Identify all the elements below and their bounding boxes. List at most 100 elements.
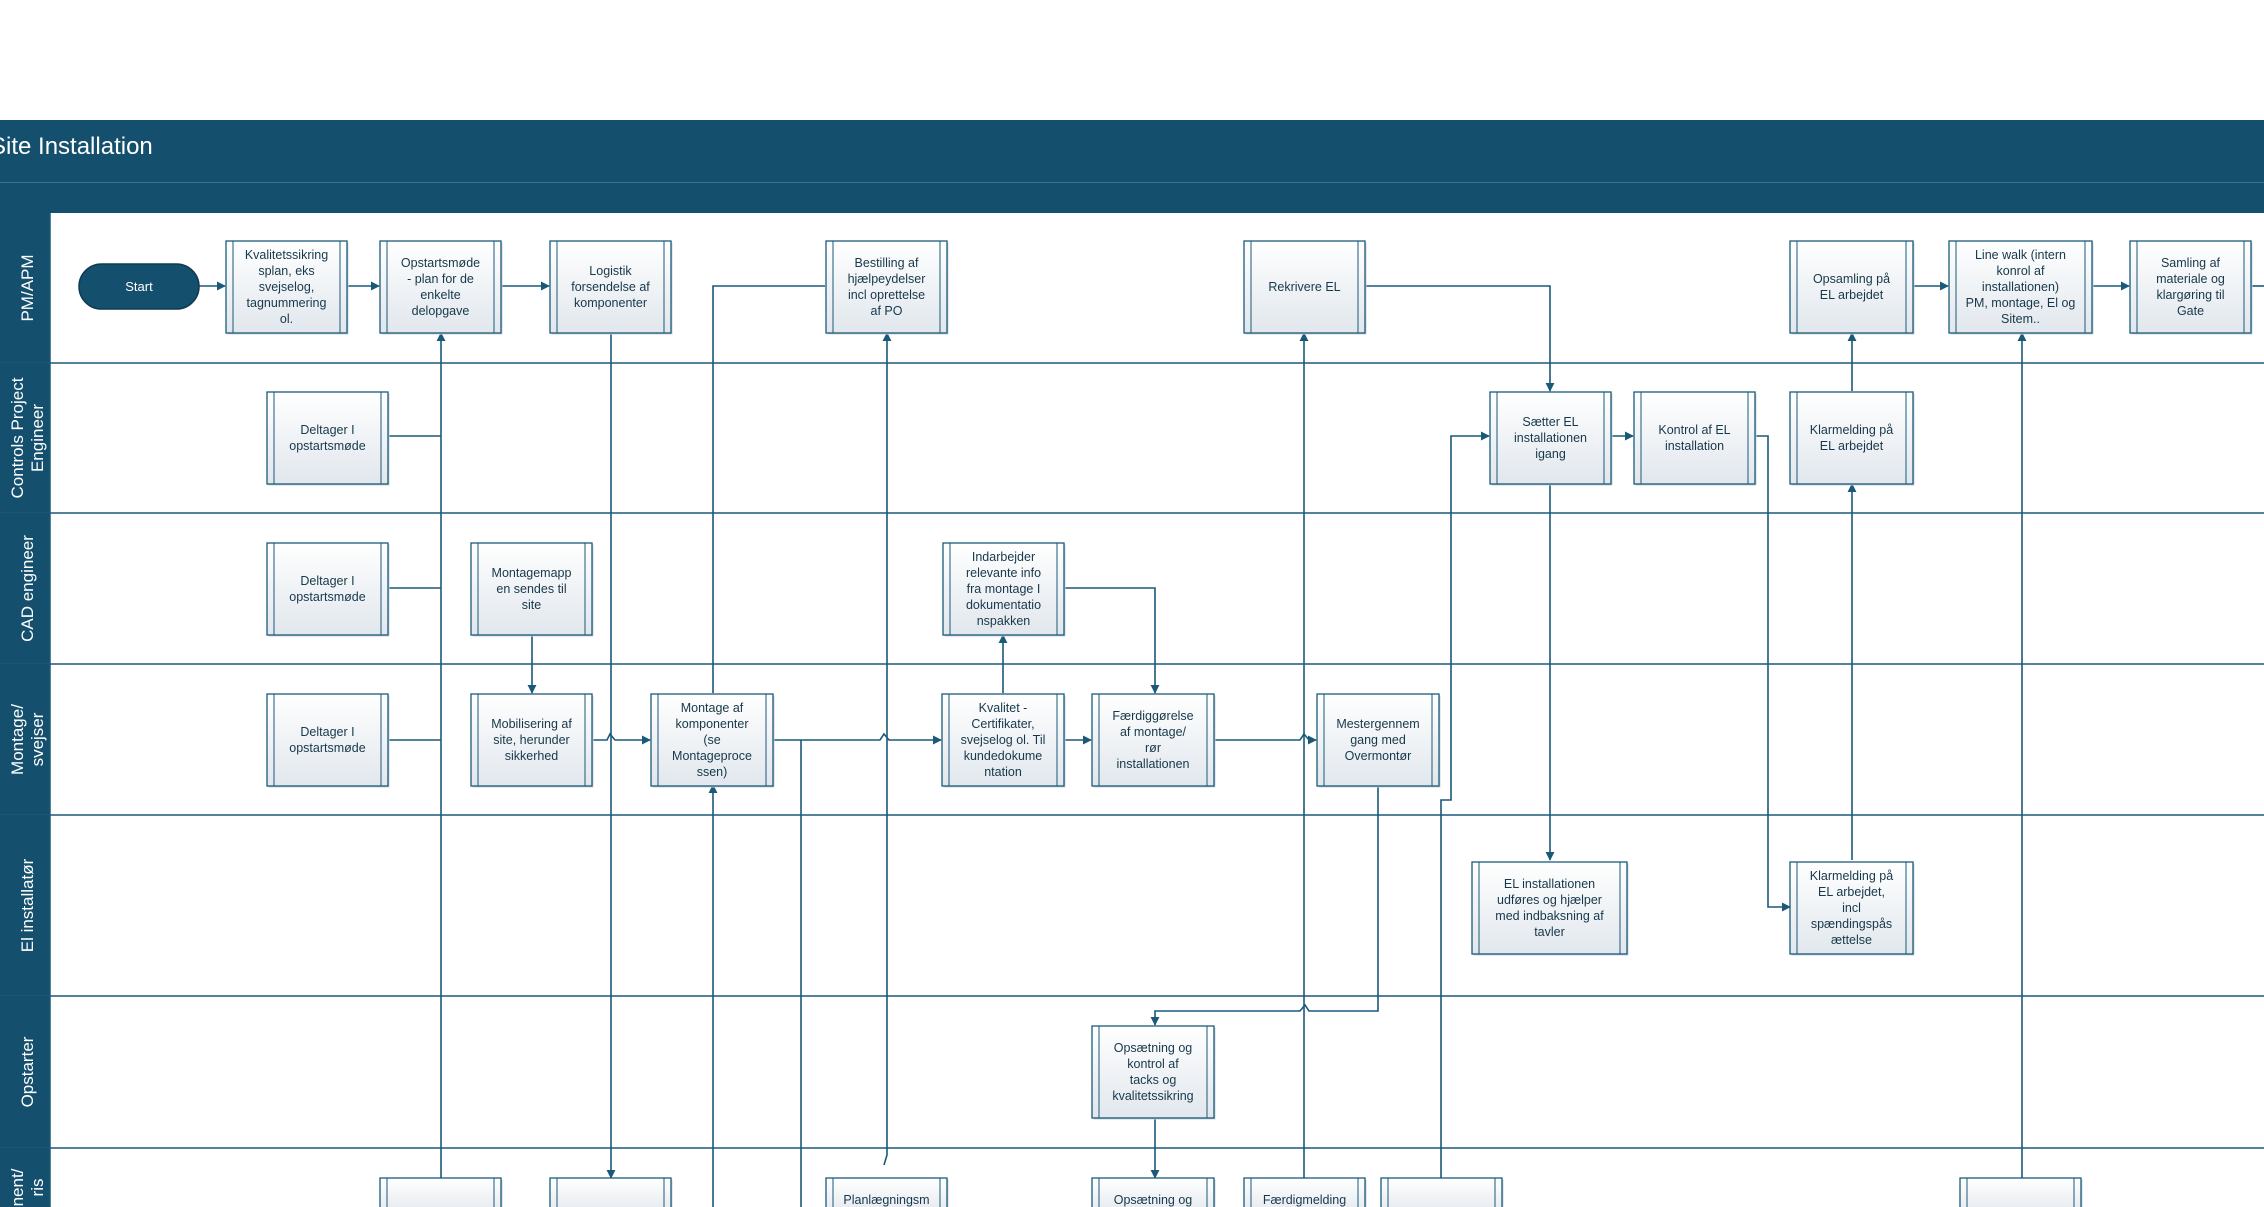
process-box-text: gang med: [1350, 733, 1406, 747]
lane-header-el: [0, 815, 50, 996]
process-box-text: installationen): [1982, 280, 2059, 294]
process-box-text: Deltager I: [300, 725, 354, 739]
lane-label-cpe: Controls ProjectEngineer: [8, 377, 47, 498]
process-box-m3[interactable]: Montage afkomponenter(seMontageprocessen…: [650, 693, 775, 788]
process-box-text: Opsamling på: [1813, 272, 1890, 286]
process-box-m5[interactable]: Færdiggørelse af montage/rør installatione…: [1091, 693, 1216, 788]
process-box-text: installationen: [1117, 757, 1190, 771]
process-box-frame: [549, 1177, 672, 1207]
process-box-b7[interactable]: Line walk (intern konrol af installationen…: [1948, 240, 2094, 335]
process-box-text: tacks og: [1130, 1073, 1177, 1087]
process-box-frame: [1789, 861, 1914, 955]
start-terminator[interactable]: Start: [78, 263, 200, 310]
process-box-b2[interactable]: Opstartsmøde- plan for deenkeltedelopgav…: [379, 240, 503, 335]
process-box-text: kvalitetssikring: [1112, 1089, 1193, 1103]
process-box-text: opstartsmøde: [289, 439, 365, 453]
process-box-x6[interactable]: [1380, 1177, 1504, 1207]
process-box-text: Mobilisering af: [491, 717, 572, 731]
process-box-text: PM, montage, El og: [1966, 296, 2076, 310]
connector-montage-to-kvalitet: [774, 732, 942, 745]
process-box-text: incl oprettelse: [848, 288, 925, 302]
lane-header-pm: [0, 213, 50, 363]
process-box-x4[interactable]: Opsætning og: [1091, 1177, 1216, 1207]
process-box-text: ol.: [280, 312, 293, 326]
process-box-frame: [1091, 693, 1215, 787]
process-box-x7[interactable]: [1959, 1177, 2083, 1207]
process-box-x1[interactable]: [379, 1177, 503, 1207]
process-box-frame: [942, 542, 1065, 636]
process-box-text: delopgave: [412, 304, 470, 318]
process-box-text: - plan for de: [407, 272, 474, 286]
process-box-frame: [825, 1177, 948, 1207]
process-box-text: Kvalitet -: [979, 701, 1028, 715]
process-box-text: Overmontør: [1345, 749, 1412, 763]
process-box-b5[interactable]: Rekrivere EL: [1243, 240, 1367, 335]
start-shape: [78, 263, 200, 310]
process-box-text: ssen): [697, 765, 728, 779]
process-box-text: ættelse: [1831, 933, 1872, 947]
connector-faerdig-to-mester: [1215, 732, 1317, 745]
process-box-m1[interactable]: Deltager I opstartsmøde: [266, 693, 390, 788]
process-box-text: Montagemapp: [492, 566, 572, 580]
process-box-text: Samling af: [2161, 256, 2221, 270]
process-box-text: Rekrivere EL: [1268, 280, 1340, 294]
process-box-frame: [1959, 1177, 2082, 1207]
connector-bottom-up-to-bestilling: [882, 332, 892, 1166]
process-box-text: en sendes til: [496, 582, 566, 596]
process-box-text: opstartsmøde: [289, 741, 365, 755]
process-box-text: Kvalitetssikring: [245, 248, 328, 262]
process-box-text: Færdiggørelse: [1112, 709, 1193, 723]
process-box-frame: [825, 240, 948, 334]
process-box-text: Planlægningsm: [843, 1193, 929, 1207]
process-box-text: (se: [703, 733, 720, 747]
connector-kontrol-down-to-klarmelding-el: [1755, 435, 1791, 912]
connector-bottom-up-to-saetter: [1440, 431, 1490, 1180]
process-box-x3[interactable]: Planlægningsm: [825, 1177, 949, 1207]
process-box-text: af PO: [871, 304, 903, 318]
process-box-frame: [1789, 240, 1914, 334]
lane-label-bottom: nent/ris: [8, 1168, 47, 1206]
process-box-frame: [1471, 861, 1628, 955]
process-box-x5[interactable]: Færdigmelding: [1243, 1177, 1367, 1207]
start-label: Start: [125, 279, 153, 294]
process-box-text: kontrol af: [1127, 1057, 1179, 1071]
connector-indarbejder-to-faerdig: [1065, 587, 1160, 694]
connector-mobilisering-to-montage: [592, 732, 651, 745]
process-box-text: dokumentatio: [966, 598, 1041, 612]
process-box-m4[interactable]: Kvalitet -Certifikater,svejselog ol. Til…: [941, 693, 1066, 788]
process-box-text: spændingspås: [1811, 917, 1892, 931]
lane-label-cad: CAD engineer: [18, 535, 37, 642]
process-box-text: Line walk (intern: [1975, 248, 2066, 262]
process-box-frame: [470, 542, 593, 636]
process-box-text: konrol af: [1997, 264, 2045, 278]
process-box-text: klargøring til: [2156, 288, 2224, 302]
lane-header-mon: [0, 664, 50, 815]
process-box-text: rør: [1145, 741, 1161, 755]
process-box-x2[interactable]: [549, 1177, 673, 1207]
process-box-text: Logistik: [589, 264, 632, 278]
process-box-text: af montage/: [1120, 725, 1187, 739]
process-box-text: nspakken: [977, 614, 1031, 628]
process-box-frame: [470, 693, 593, 787]
process-box-text: tavler: [1534, 925, 1565, 939]
process-box-text: Opsætning og: [1114, 1193, 1193, 1207]
process-box-text: installation: [1665, 439, 1724, 453]
